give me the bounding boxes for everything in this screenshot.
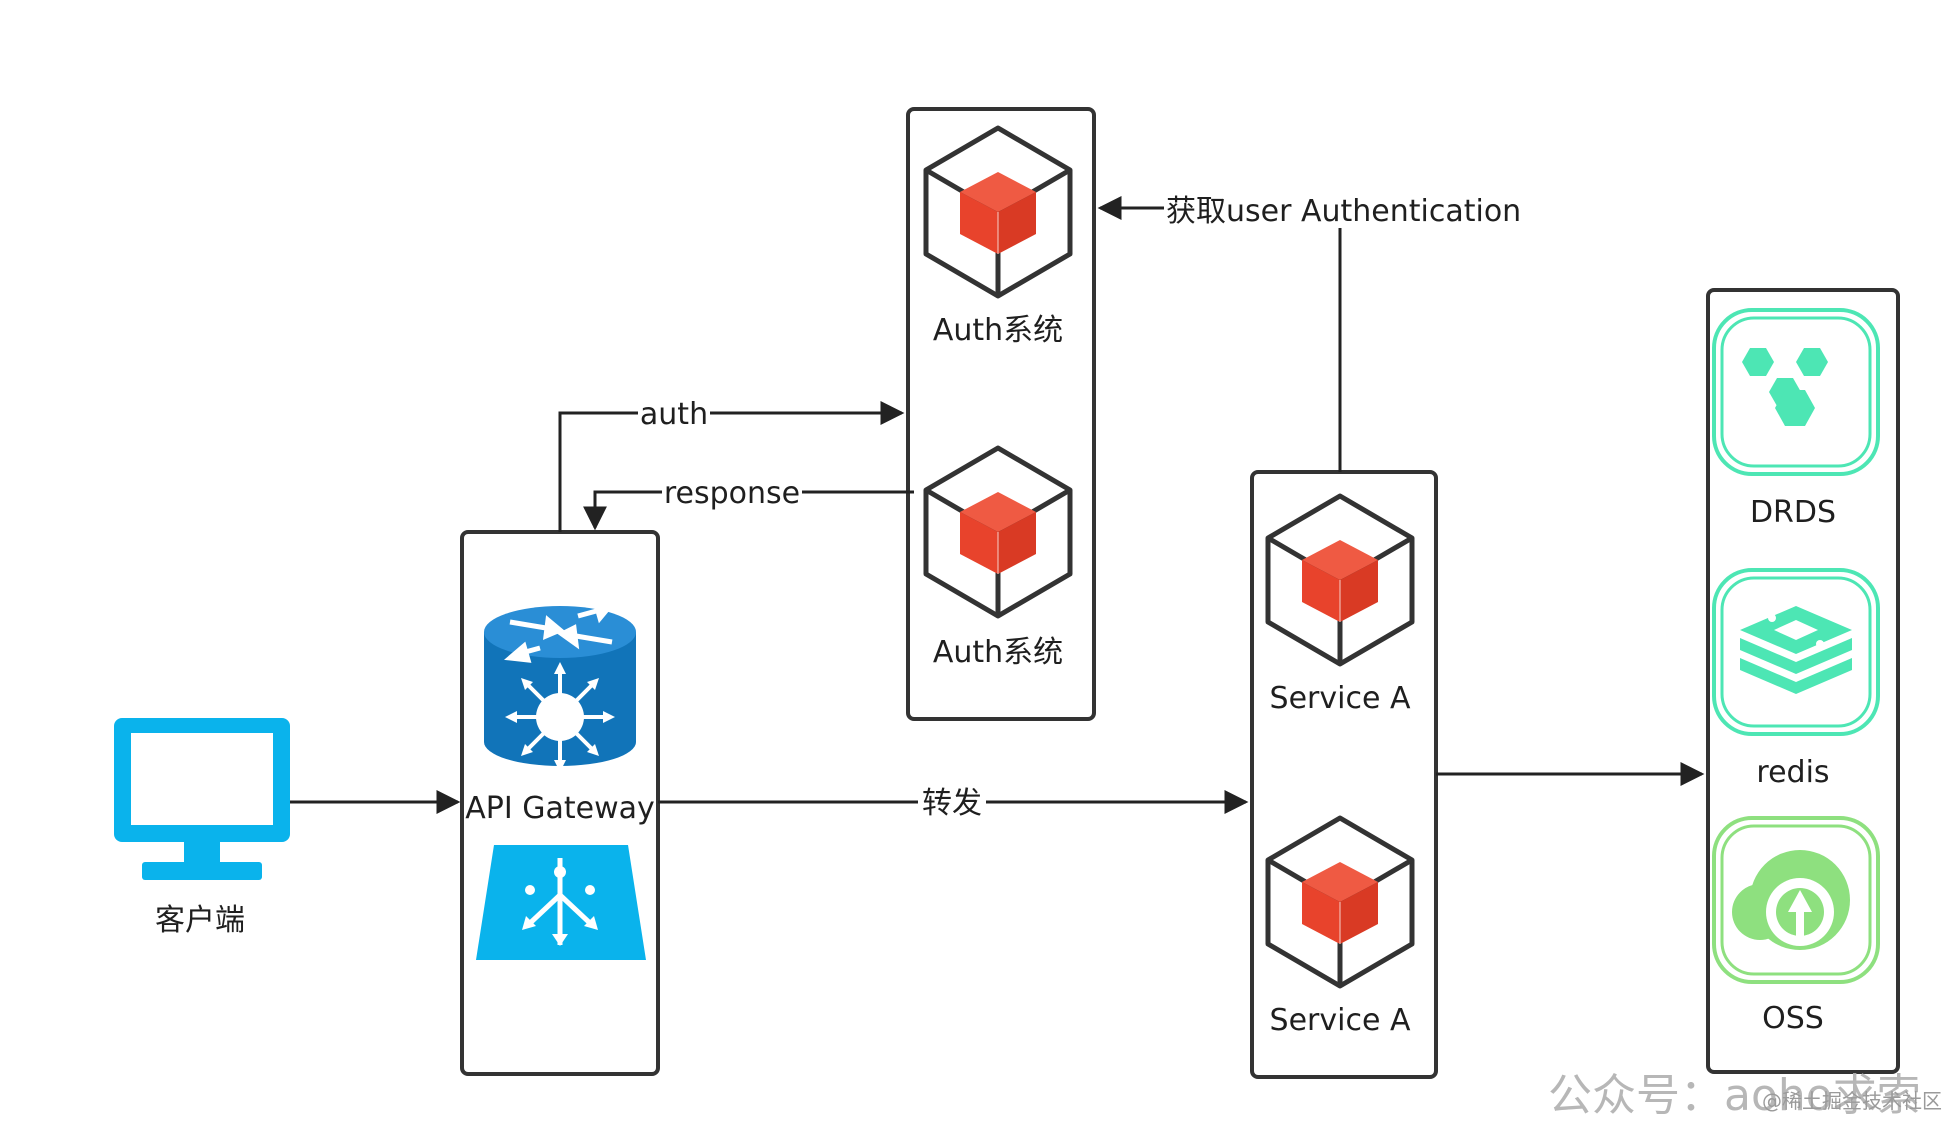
edge-response xyxy=(583,490,914,531)
gateway-label: API Gateway xyxy=(465,791,655,826)
auth-label-2: Auth系统 xyxy=(933,635,1063,670)
service-label-1: Service A xyxy=(1270,681,1411,716)
oss-label: OSS xyxy=(1762,1001,1824,1036)
watermark-main: 公众号：aoho求索 xyxy=(1548,1070,1921,1121)
drds-label: DRDS xyxy=(1750,495,1836,530)
redis-icon xyxy=(1712,568,1880,736)
edge-label-forward: 转发 xyxy=(922,786,982,821)
edge-label-get-user-auth: 获取user Authentication xyxy=(1166,194,1521,229)
edge-label-response: response xyxy=(664,476,800,511)
monitor-icon xyxy=(114,718,290,880)
edge-label-auth: auth xyxy=(640,397,708,432)
router-icon xyxy=(484,600,636,772)
drds-icon xyxy=(1712,308,1880,476)
edge-auth xyxy=(558,401,905,532)
auth-label-1: Auth系统 xyxy=(933,313,1063,348)
service-label-2: Service A xyxy=(1270,1003,1411,1038)
redis-label: redis xyxy=(1756,755,1829,790)
oss-icon xyxy=(1712,816,1880,984)
client-label: 客户端 xyxy=(155,903,245,938)
watermark-sub: @稀土掘金技术社区 xyxy=(1762,1089,1942,1113)
load-balancer-icon xyxy=(476,845,646,960)
edge-get-user-auth xyxy=(1097,196,1342,472)
